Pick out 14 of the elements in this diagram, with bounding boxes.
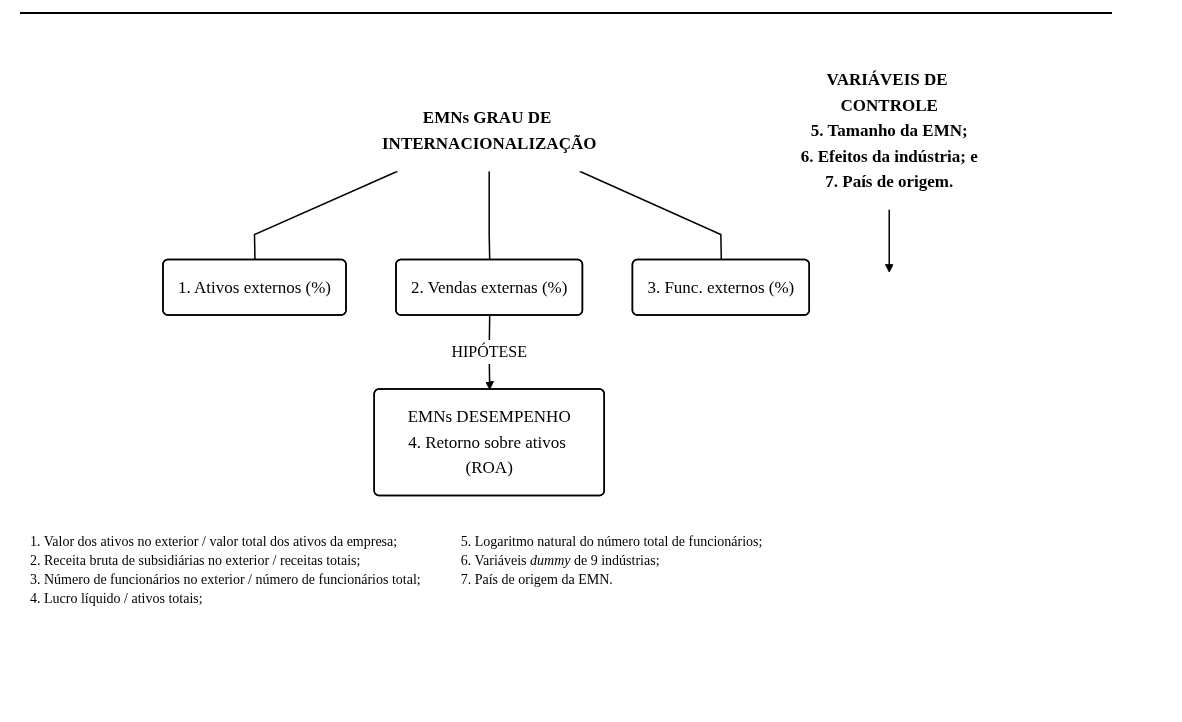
arrow (884, 209, 894, 273)
connector (488, 170, 491, 261)
footnote: 7. País de origem da EMN. (460, 572, 614, 588)
node-text: EMNs GRAU DE INTERNACIONALIZAÇÃO (381, 108, 597, 153)
footnote: 6. Variáveis dummy de 9 indústrias; (460, 553, 661, 569)
connector (578, 170, 722, 261)
footnote: 5. Logaritmo natural do número total de funcionários; (460, 534, 763, 550)
edge-label: HIPÓTESE (451, 343, 527, 361)
footnote: 4. Lucro líquido / ativos totais; (30, 591, 204, 607)
footnote: 2. Receita bruta de subsidiárias no exterior / receitas totais; (30, 553, 362, 569)
footnote: 3. Número de funcionários no exterior / número de funcionários total; (30, 572, 421, 588)
node-text: VARIÁVEIS DE CONTROLE 5. Tamanho da EMN; 6. Efeitos da indústria; e 7. País de origem. (800, 70, 978, 192)
footnote: 1. Valor dos ativos no exterior / valor total dos ativos da empresa; (30, 534, 399, 550)
connector (253, 170, 399, 261)
